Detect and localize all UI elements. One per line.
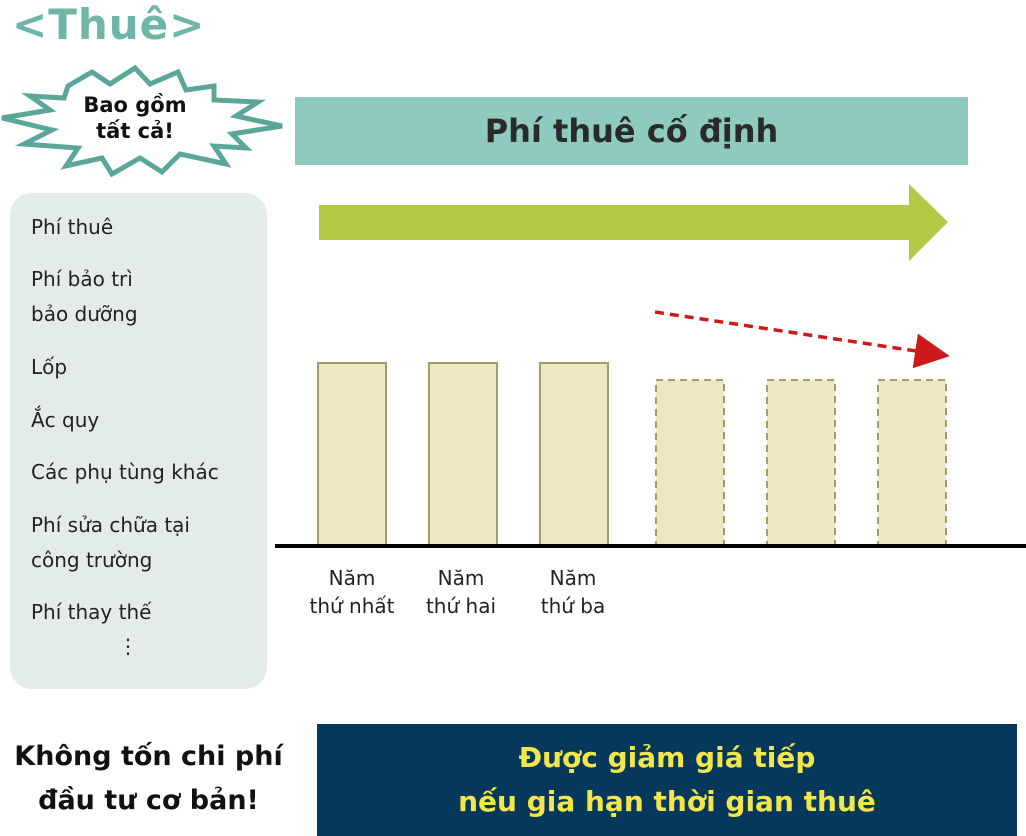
- included-badge-text: Bao gồm tất cả!: [60, 92, 210, 144]
- no-investment-line: Không tốn chi phí: [14, 741, 283, 772]
- cost-item: Phí thay thế: [31, 595, 151, 630]
- cost-item-line: Phí thay thế: [31, 600, 152, 624]
- included-costs-panel: [10, 193, 267, 689]
- badge-line-1: Bao gồm: [83, 93, 187, 117]
- year-label-line: Năm: [328, 566, 376, 590]
- year-label-line: thứ ba: [540, 594, 606, 618]
- cost-item: Phí bảo trì bảo dưỡng: [31, 262, 138, 332]
- year-label: Năm thứ ba: [513, 564, 633, 620]
- badge-line-2: tất cả!: [96, 119, 174, 143]
- extended-bar-2: [766, 379, 836, 547]
- page-title: <Thuê>: [12, 0, 206, 49]
- extended-bar-3: [877, 379, 947, 547]
- year-label-line: thứ hai: [425, 594, 497, 618]
- cost-item-line: bảo dưỡng: [31, 302, 138, 326]
- cost-item: Phí thuê: [31, 210, 113, 245]
- year-label-line: thứ nhất: [309, 594, 395, 618]
- cost-item-line: công trường: [31, 548, 153, 572]
- more-items-icon: ⋮: [118, 634, 138, 658]
- discount-callout: Được giảm giá tiếp nếu gia hạn thời gian…: [317, 724, 1017, 836]
- year-bar-3: [539, 362, 609, 547]
- extended-bar-1: [655, 379, 725, 547]
- cost-item-line: Phí bảo trì: [31, 267, 133, 291]
- year-label: Năm thứ hai: [401, 564, 521, 620]
- cost-item-line: Ắc quy: [31, 408, 100, 432]
- year-bar-2: [428, 362, 498, 547]
- discount-line: Được giảm giá tiếp: [518, 741, 816, 774]
- cost-item: Lốp: [31, 350, 67, 385]
- cost-item: Ắc quy: [31, 403, 99, 438]
- no-investment-note: Không tốn chi phí đầu tư cơ bản!: [6, 735, 291, 823]
- cost-item: Phí sửa chữa tại công trường: [31, 508, 190, 578]
- year-label-line: Năm: [437, 566, 485, 590]
- cost-item-line: Lốp: [31, 355, 68, 379]
- cost-item-line: Phí sửa chữa tại: [31, 513, 190, 537]
- starburst-badge-shape: [1, 64, 283, 177]
- cost-item: Các phụ tùng khác: [31, 455, 219, 490]
- discount-trend-arrow: [654, 310, 950, 369]
- fixed-fee-arrow: [319, 184, 948, 261]
- year-bar-1: [317, 362, 387, 547]
- no-investment-line: đầu tư cơ bản!: [38, 785, 259, 816]
- year-label-line: Năm: [549, 566, 597, 590]
- fixed-fee-label: Phí thuê cố định: [484, 112, 779, 150]
- cost-item-line: Các phụ tùng khác: [31, 460, 219, 484]
- year-label: Năm thứ nhất: [292, 564, 412, 620]
- fixed-fee-banner: Phí thuê cố định: [295, 97, 968, 165]
- cost-item-line: Phí thuê: [31, 215, 114, 239]
- discount-line: nếu gia hạn thời gian thuê: [458, 785, 876, 818]
